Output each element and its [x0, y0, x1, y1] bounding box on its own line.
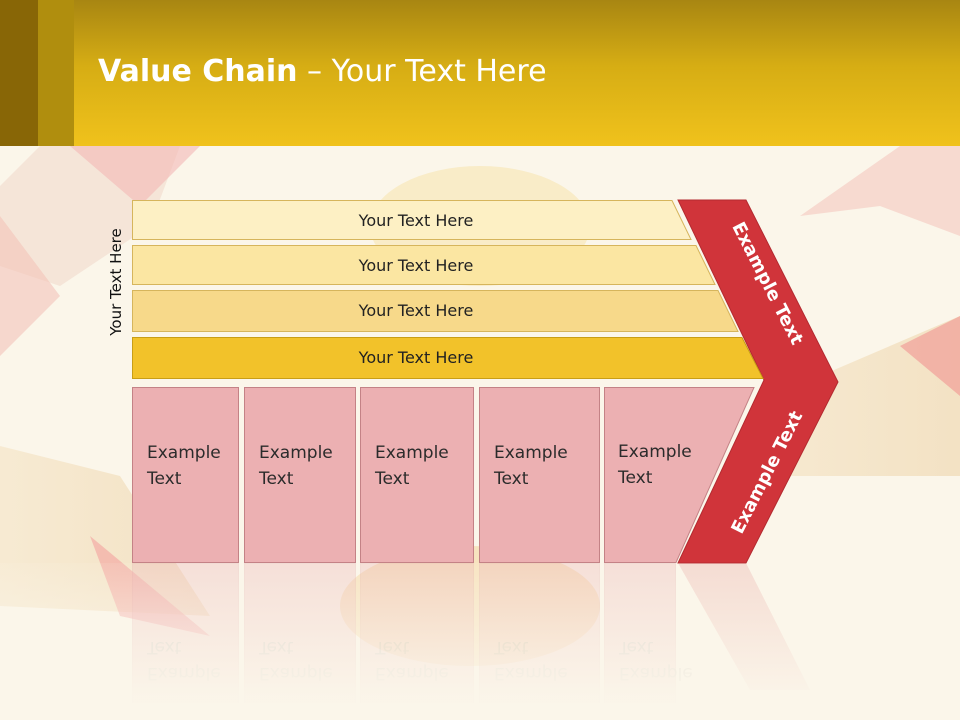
box-text-line1: Example [259, 443, 333, 463]
box-text-line2: Text [259, 469, 294, 489]
reflection-fade [0, 563, 960, 720]
box-text-line1: Example [618, 442, 692, 462]
box-text-line2: Text [494, 469, 529, 489]
row-label: Your Text Here [358, 210, 474, 230]
header-accent-strip [38, 0, 74, 146]
box-text-line1: Example [494, 443, 568, 463]
page-title: Value Chain – Your Text Here [98, 54, 547, 89]
title-rest: – Your Text Here [297, 54, 547, 89]
title-bar: Value Chain – Your Text Here [0, 0, 960, 146]
title-bold: Value Chain [98, 54, 298, 89]
box-text-line1: Example [147, 443, 221, 463]
row-label: Your Text Here [358, 347, 474, 367]
row-label: Your Text Here [358, 255, 474, 275]
box-text-line2: Text [147, 469, 182, 489]
box-text-line2: Text [375, 469, 410, 489]
header-accent-strip [0, 0, 38, 146]
box-text-line2: Text [618, 468, 653, 488]
row-label: Your Text Here [358, 300, 474, 320]
activity-box-5-outline [604, 387, 755, 563]
box-text-line1: Example [375, 443, 449, 463]
